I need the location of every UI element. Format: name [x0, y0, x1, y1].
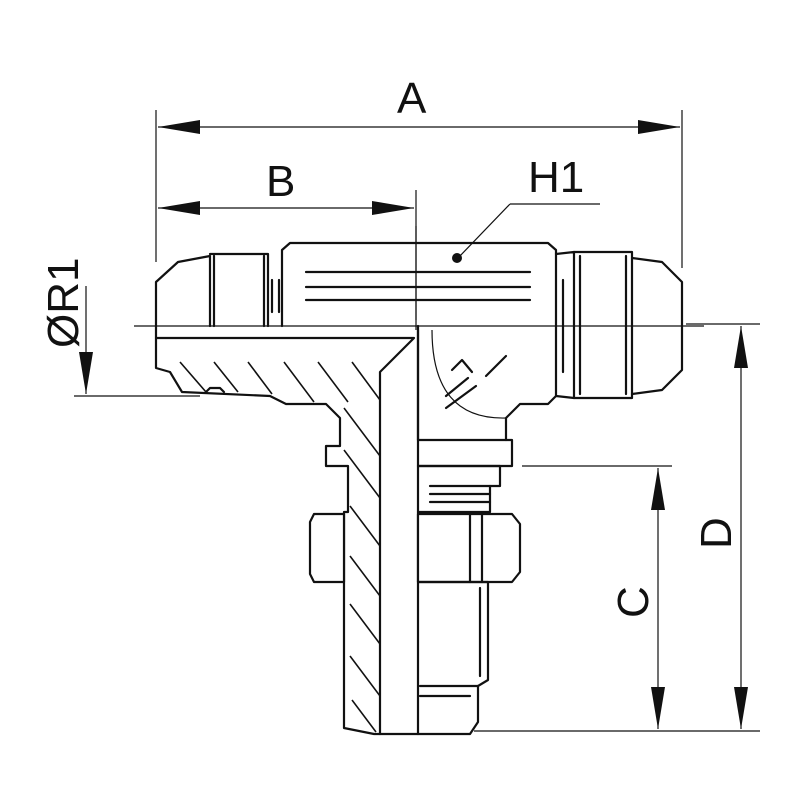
hatch-line: [247, 361, 273, 395]
left-flare-nose: [154, 254, 212, 328]
lower-neck: [416, 464, 502, 514]
dimension-a-arrow-left: [158, 120, 200, 134]
dimension-a-label: A: [397, 74, 427, 123]
section-bore: [154, 336, 416, 736]
dimension-c: C: [474, 465, 760, 732]
body-mark-2: [444, 376, 470, 398]
leader-h1-diagonal: [457, 203, 511, 259]
hatch-line: [213, 361, 239, 393]
body-fillet-curve: [431, 329, 507, 419]
left-lower-groove: [204, 386, 226, 394]
hatch-line: [343, 449, 381, 499]
dimension-r1: ØR1: [39, 258, 200, 397]
tee-fitting: [154, 241, 684, 736]
hatch-line: [343, 407, 381, 457]
body-upper: [280, 241, 558, 328]
hatch-line: [317, 361, 349, 403]
right-nut: [554, 250, 576, 400]
hatch-line: [351, 361, 381, 401]
hatch-line: [351, 699, 377, 733]
leader-h1: H1: [452, 153, 600, 263]
dimension-c-arrow-bottom: [651, 687, 665, 729]
dimension-c-label: C: [609, 586, 658, 618]
dimension-d-arrow-top: [734, 326, 748, 368]
body-mark-3: [444, 384, 478, 410]
hatch-line: [179, 361, 207, 393]
hatch-line: [349, 555, 381, 597]
body-lower-right: [504, 324, 558, 442]
leader-h1-label: H1: [528, 153, 584, 202]
right-hex: [572, 250, 634, 400]
hatch-line: [349, 603, 381, 645]
dimension-a-arrow-right: [638, 120, 680, 134]
dimension-b: B: [158, 157, 417, 330]
dimension-a: A: [155, 74, 683, 268]
lock-nut-left: [308, 512, 346, 584]
dimension-b-arrow-left: [158, 201, 200, 215]
lower-stem: [416, 580, 490, 736]
dimension-d-arrow-bottom: [734, 687, 748, 729]
section-hatching: [179, 361, 381, 733]
dimension-b-label: B: [266, 157, 295, 206]
hatch-line: [349, 655, 381, 697]
dimension-d-label: D: [692, 517, 741, 549]
section-outline: [154, 324, 420, 736]
left-nut: [208, 252, 270, 328]
right-flare-nose: [630, 256, 684, 396]
body-mark-4: [484, 354, 508, 378]
dimension-d: D: [686, 323, 760, 729]
body-mark-1: [450, 358, 474, 374]
dimension-c-arrow-top: [651, 468, 665, 510]
dimension-b-arrow-right: [372, 201, 414, 215]
hatch-line: [349, 505, 381, 547]
leader-h1-dot: [452, 253, 462, 263]
dimension-r1-label: ØR1: [39, 258, 88, 348]
lower-shoulder: [416, 438, 514, 468]
dimension-r1-arrow: [79, 352, 93, 394]
center-lines: [134, 226, 704, 327]
hatch-line: [283, 361, 315, 403]
